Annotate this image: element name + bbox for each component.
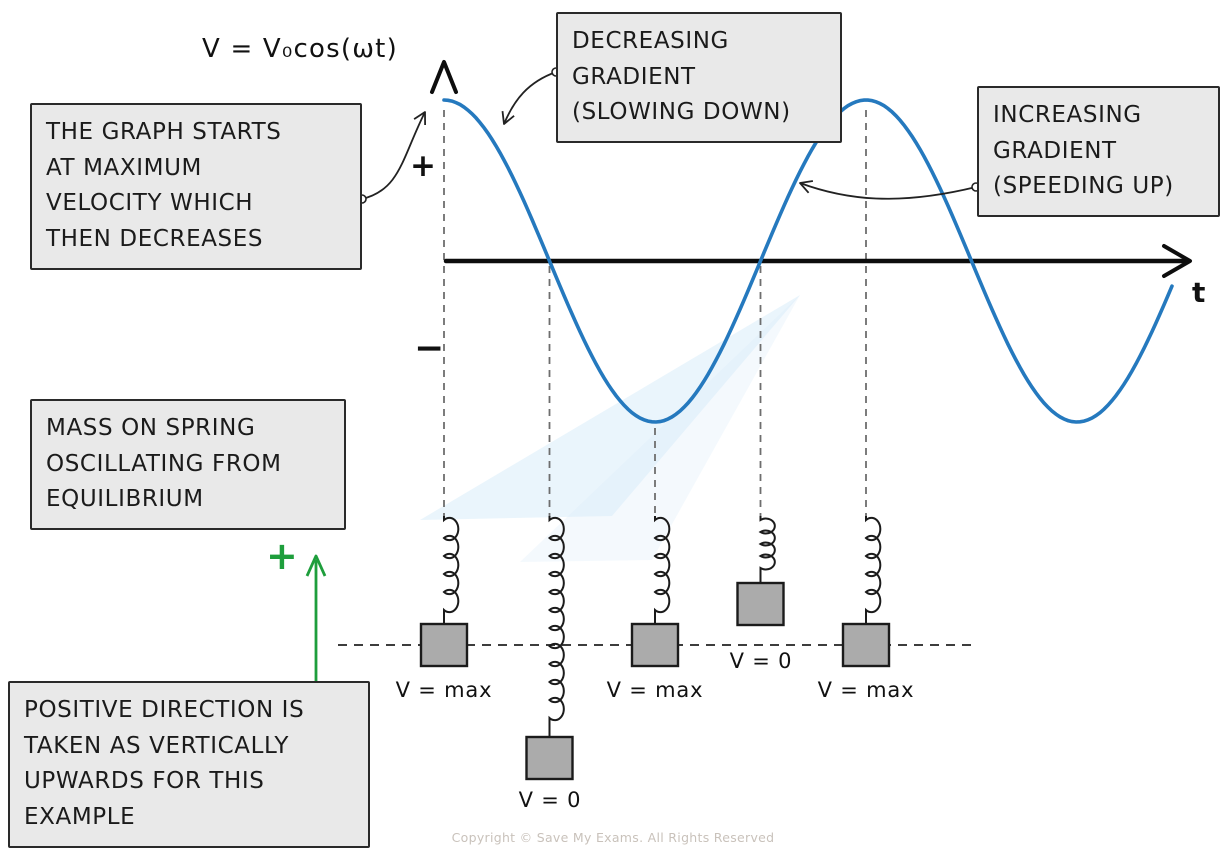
callout-leader-line: [361, 111, 426, 200]
callout-line: UPWARDS FOR THIS: [24, 768, 265, 795]
velocity-cosine-curve: [442, 98, 1174, 424]
time-axis-arrowhead-icon: [1162, 244, 1192, 278]
mass-block: [841, 622, 891, 668]
callout-leader-line: [503, 71, 557, 125]
spring-label-4: V = 0: [729, 649, 793, 673]
callout-graph-starts-at-maximum: THE GRAPH STARTS AT MAXIMUM VELOCITY WHICH…: [30, 103, 362, 270]
spring-label-1: V = max: [395, 678, 493, 702]
copyright-text: Copyright © Save My Exams. All Rights Re…: [451, 830, 775, 845]
axis-plus-label: +: [410, 148, 436, 184]
callout-line: EXAMPLE: [24, 803, 136, 830]
leader-arrowhead-icon: [799, 180, 814, 194]
callout-mass-on-spring: MASS ON SPRING OSCILLATING FROM EQUILIBRIU…: [30, 399, 346, 530]
callout-increasing-gradient: INCREASING GRADIENT (SPEEDING UP): [977, 86, 1220, 217]
callout-line: OSCILLATING FROM: [46, 450, 282, 477]
time-axis-label: t: [1192, 276, 1206, 309]
watermark-logo: [520, 295, 800, 562]
spring-coil: [758, 516, 776, 583]
callout-line: THEN DECREASES: [46, 225, 264, 252]
spring-label-5: V = max: [817, 678, 915, 702]
mass-block: [736, 581, 785, 627]
callout-line: DECREASING: [572, 28, 729, 54]
callout-decreasing-gradient: DECREASING GRADIENT (SLOWING DOWN): [556, 12, 842, 143]
callout-line: POSITIVE DIRECTION IS: [24, 697, 305, 723]
leader-arrowhead-icon: [501, 110, 515, 125]
callout-line: VELOCITY WHICH: [46, 190, 254, 217]
equation-label: V = V₀cos(ωt): [202, 34, 398, 64]
callout-leader-line: [799, 182, 977, 200]
callout-line: INCREASING: [993, 102, 1142, 128]
callout-line: THE GRAPH STARTS: [46, 119, 282, 145]
mass-block: [419, 622, 469, 668]
positive-direction-arrowhead-icon: [305, 554, 327, 577]
callout-line: AT MAXIMUM: [46, 154, 202, 181]
callout-line: EQUILIBRIUM: [46, 486, 204, 513]
callout-line: TAKEN AS VERTICALLY: [24, 732, 289, 759]
velocity-axis-arrowhead-icon: [430, 60, 458, 94]
spring-coil: [864, 516, 882, 624]
spring-label-2: V = 0: [518, 788, 582, 812]
callout-line: (SPEEDING UP): [993, 173, 1174, 200]
callout-line: (SLOWING DOWN): [572, 99, 791, 126]
callout-line: GRADIENT: [572, 63, 696, 90]
spring-coil: [548, 516, 565, 737]
watermark-logo: [420, 295, 800, 520]
callout-line: MASS ON SPRING: [46, 415, 256, 441]
callout-line: GRADIENT: [993, 137, 1117, 164]
axis-minus-label: −: [414, 328, 445, 369]
mass-block: [630, 622, 680, 668]
leader-arrowhead-icon: [413, 111, 426, 126]
mass-block: [525, 735, 574, 781]
spring-label-3: V = max: [606, 678, 704, 702]
callout-positive-direction-note: POSITIVE DIRECTION IS TAKEN AS VERTICALLY…: [8, 681, 370, 848]
spring-coil: [653, 516, 671, 624]
positive-direction-plus: +: [266, 534, 298, 578]
spring-coil: [442, 516, 460, 624]
